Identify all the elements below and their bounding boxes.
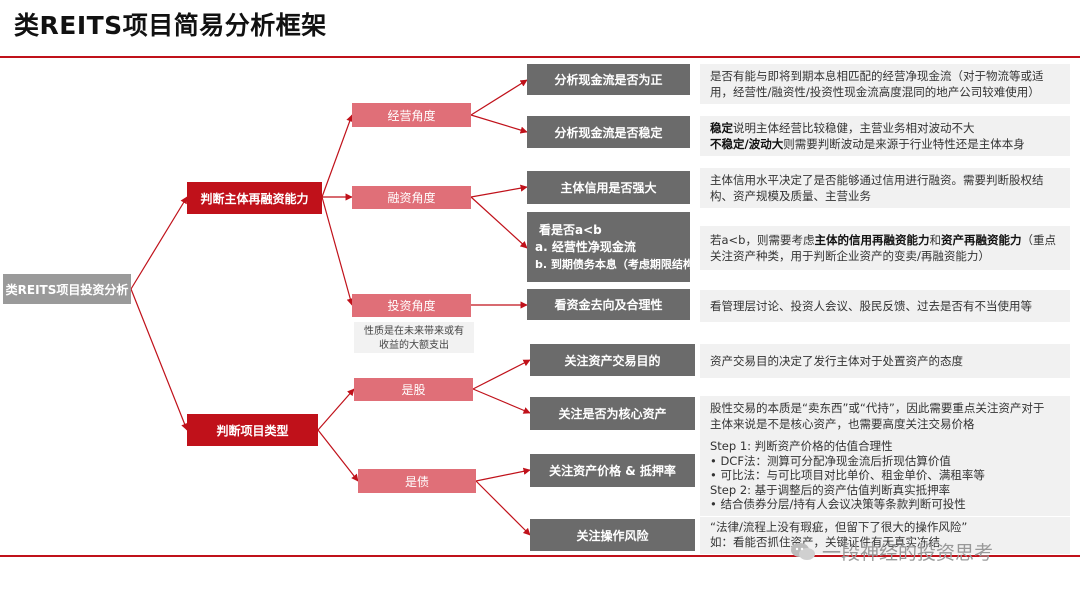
desc-a-lt-b-b1: 主体的信用再融资能力 [814,233,930,247]
top-rule [0,56,1080,58]
node-core-asset: 关注是否为核心资产 [530,397,695,430]
desc-a-lt-b-p1: 若a<b，则需要考虑 [710,233,815,247]
desc-a-lt-b-line2: 关注资产种类，用于判断企业资产的变卖/再融资能力） [710,249,990,263]
node-debt: 是债 [358,469,476,493]
desc-op-risk: “法律/流程上没有瑕疵，但留下了很大的操作风险” 如：看能否抓住资产，关键证件有… [700,517,1070,554]
page-title: 类REITS项目简易分析框架 [14,11,327,40]
desc-credit-strong-line1: 主体信用水平决定了是否能够通过信用进行融资。需要判断股权结 [710,173,1044,187]
watermark-text: 一段神经的投资思考 [822,542,994,564]
node-operation-view-label: 经营角度 [387,108,436,123]
watermark: 一段神经的投资思考 [790,538,993,565]
node-a-lt-b-line2: a. 经营性净现金流 [535,239,636,254]
desc-a-lt-b-line1: 若a<b，则需要考虑主体的信用再融资能力和资产再融资能力（重点 [710,232,1060,248]
desc-trade-purpose: 资产交易目的决定了发行主体对于处置资产的态度 [700,344,1070,378]
desc-credit-strong-line2: 构、资产规模及质量、主营业务 [710,189,871,203]
node-investment-view: 投资角度 [352,294,471,317]
desc-stable-bold: 稳定 [710,121,733,135]
desc-core-asset: 股性交易的本质是“卖东西”或“代持”，因此需要重点关注资产对于 主体来说是不是核… [700,396,1070,436]
node-operation-view: 经营角度 [352,103,471,127]
node-cashflow-stable-label: 分析现金流是否稳定 [554,125,663,140]
desc-trade-purpose-line1: 资产交易目的决定了发行主体对于处置资产的态度 [710,354,963,368]
desc-core-asset-line1: 股性交易的本质是“卖东西”或“代持”，因此需要重点关注资产对于 [710,401,1045,415]
desc-cashflow-positive-line1: 是否有能与即将到期本息相匹配的经营净现金流（对于物流等或适 [710,69,1044,83]
node-cashflow-stable: 分析现金流是否稳定 [527,116,690,148]
desc-capital-use-line1: 看管理层讨论、投资人会议、股民反馈、过去是否有不当使用等 [710,299,1032,313]
desc-a-lt-b: 若a<b，则需要考虑主体的信用再融资能力和资产再融资能力（重点 关注资产种类，用… [700,226,1070,270]
node-project-type-label: 判断项目类型 [216,423,289,438]
desc-op-risk-line2: 如：看能否抓住资产，关键证件有无真实冻结 [710,535,940,549]
node-credit-strong-label: 主体信用是否强大 [560,181,657,195]
root-node-label: 类REITS项目投资分析 [5,282,129,297]
node-price-pledge: 关注资产价格 & 抵押率 [530,454,695,487]
desc-a-lt-b-p3: （重点 [1021,233,1056,247]
desc-cashflow-stable: 稳定说明主体经营比较稳健，主营业务相对波动不大 不稳定/波动大则需要判断波动是来… [700,116,1070,156]
desc-core-asset-line2: 主体来说是不是核心资产，也需要高度关注交易价格 [710,417,975,431]
bottom-rule [0,555,1080,557]
desc-unstable-rest: 则需要判断波动是来源于行业特性还是主体本身 [783,137,1025,151]
node-capital-use: 看资金去向及合理性 [527,289,690,320]
node-equity-label: 是股 [401,383,426,397]
desc-price-pledge-line3: • 可比法：与可比项目对比单价、租金单价、满租率等 [710,468,985,482]
desc-price-pledge-line5: • 结合债券分层/持有人会议决策等条款判断可投性 [710,497,966,511]
investment-note-line1: 性质是在未来带来或有 [364,326,464,337]
node-refinancing-ability: 判断主体再融资能力 [187,182,322,214]
wechat-icon [791,542,815,560]
node-cashflow-positive-label: 分析现金流是否为正 [554,73,663,87]
desc-cashflow-stable-line1: 稳定说明主体经营比较稳健，主营业务相对波动不大 [710,120,1060,136]
node-equity: 是股 [354,378,473,401]
desc-a-lt-b-p2: 和 [929,233,941,247]
desc-price-pledge-line4: Step 2: 基于调整后的资产估值判断真实抵押率 [710,482,951,497]
desc-credit-strong: 主体信用水平决定了是否能够通过信用进行融资。需要判断股权结 构、资产规模及质量、… [700,168,1070,208]
node-cashflow-positive: 分析现金流是否为正 [527,64,690,95]
node-price-pledge-label: 关注资产价格 & 抵押率 [549,464,676,478]
node-core-asset-label: 关注是否为核心资产 [558,407,667,421]
desc-price-pledge-line1: Step 1: 判断资产价格的估值合理性 [710,439,893,453]
desc-price-pledge-line2: • DCF法：测算可分配净现金流后折现估算价值 [710,453,951,468]
node-project-type: 判断项目类型 [187,414,318,446]
node-credit-strong: 主体信用是否强大 [527,171,690,204]
desc-unstable-bold: 不稳定/波动大 [710,137,784,151]
node-trade-purpose: 关注资产交易目的 [530,344,695,376]
desc-price-pledge: Step 1: 判断资产价格的估值合理性 • DCF法：测算可分配净现金流后折现… [700,436,1070,516]
node-a-lt-b: 看是否a<b a. 经营性净现金流 b. 到期债务本息（考虑期限结构） [527,212,705,282]
desc-stable-rest: 说明主体经营比较稳健，主营业务相对波动不大 [733,121,975,135]
node-capital-use-label: 看资金去向及合理性 [554,298,663,312]
desc-cashflow-positive: 是否有能与即将到期本息相匹配的经营净现金流（对于物流等或适 用，经营性/融资性/… [700,64,1070,104]
node-investment-view-label: 投资角度 [387,299,436,313]
node-refinancing-ability-label: 判断主体再融资能力 [200,191,309,206]
investment-note-line2: 收益的大额支出 [379,340,449,351]
investment-note: 性质是在未来带来或有 收益的大额支出 [354,322,474,353]
desc-capital-use: 看管理层讨论、投资人会议、股民反馈、过去是否有不当使用等 [700,290,1070,322]
desc-cashflow-positive-line2: 用，经营性/融资性/投资性现金流高度混同的地产公司较难使用） [710,85,1040,99]
root-node: 类REITS项目投资分析 [3,274,131,304]
node-op-risk: 关注操作风险 [530,519,695,551]
node-a-lt-b-line1: 看是否a<b [539,222,602,237]
node-debt-label: 是债 [404,474,429,489]
node-trade-purpose-label: 关注资产交易目的 [564,353,661,368]
node-financing-view-label: 融资角度 [387,191,436,205]
desc-a-lt-b-b2: 资产再融资能力 [940,233,1022,247]
desc-op-risk-line1: “法律/流程上没有瑕疵，但留下了很大的操作风险” [710,520,968,534]
node-a-lt-b-line3: b. 到期债务本息（考虑期限结构） [535,257,705,271]
node-op-risk-label: 关注操作风险 [576,528,649,543]
desc-cashflow-stable-line2: 不稳定/波动大则需要判断波动是来源于行业特性还是主体本身 [710,136,1060,152]
node-financing-view: 融资角度 [352,186,471,209]
